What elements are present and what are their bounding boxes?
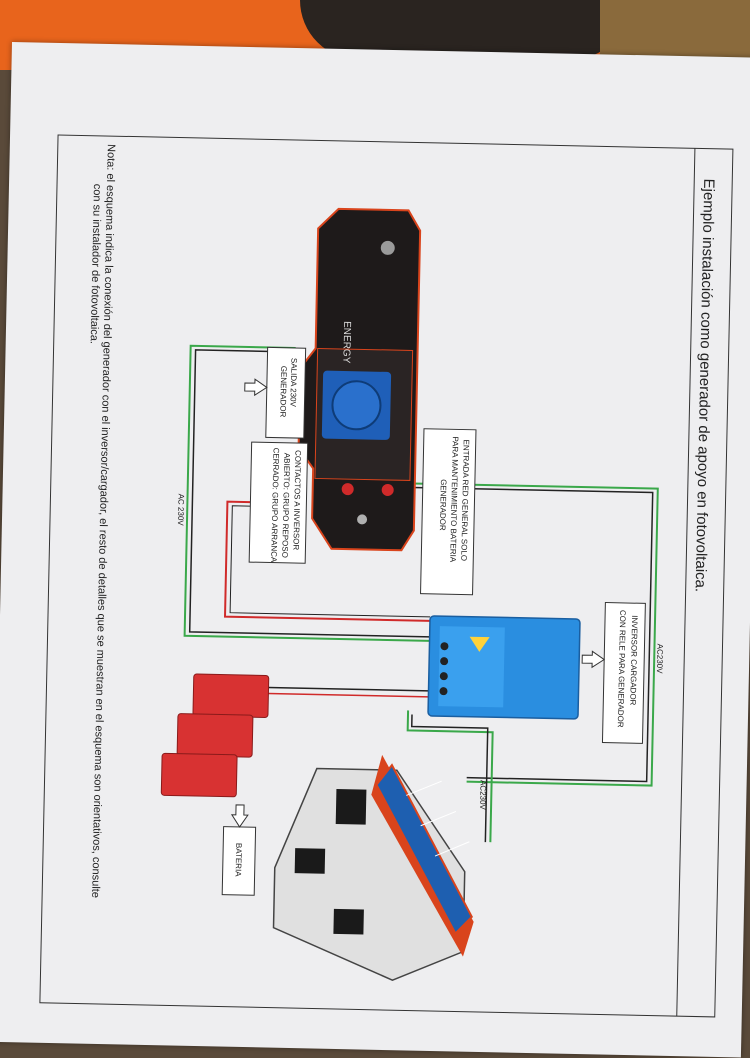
- label-salida: SALIDA 230V GENERADOR: [244, 346, 307, 439]
- label-entrada: ENTRADA RED GENERAL SOLO PARA MANTENIMIE…: [420, 428, 477, 596]
- salida-arrow-icon: [244, 378, 268, 397]
- battery-2: [176, 713, 254, 758]
- salida-box: [265, 346, 307, 439]
- terminal-red-2: [381, 483, 394, 496]
- inverter-panel: [438, 626, 505, 708]
- inverter-logo-icon: [469, 636, 490, 652]
- house-window-3: [333, 908, 364, 935]
- label-bateria: BATERIA: [221, 804, 257, 896]
- entrada-line-2: PARA MANTENIMIENTO BATERIA: [448, 436, 460, 563]
- wire-green-top: [412, 482, 659, 787]
- contactos-box: [248, 441, 309, 564]
- house: [272, 754, 474, 981]
- entrada-line-1: ENTRADA RED GENERAL SOLO: [459, 440, 471, 562]
- panel-line-3: [434, 841, 470, 857]
- socket-cover: [331, 380, 382, 431]
- salida-line-2: GENERADOR: [278, 366, 288, 418]
- terminal-red: [341, 483, 354, 496]
- wire-green-house: [406, 710, 494, 843]
- inverter-charger: [427, 615, 581, 720]
- wire-label-ac-top: AC230V: [655, 644, 665, 675]
- inversor-box: [601, 602, 646, 744]
- inversor-arrow-icon: [581, 650, 606, 669]
- inversor-line-1: INVERSOR CARGADOR: [628, 615, 639, 706]
- bateria-arrow-icon: [230, 804, 249, 828]
- panel-line-1: [406, 780, 442, 796]
- house-window-2: [294, 848, 326, 874]
- inverter-port-4: [439, 687, 448, 696]
- generator: ENERGY: [297, 207, 422, 552]
- label-inversor: INVERSOR CARGADOR CON RELE PARA GENERADO…: [581, 602, 646, 744]
- house-window-1: [335, 788, 367, 825]
- contactos-line-3: CERRADO: GRUPO ARRANCA: [269, 448, 280, 564]
- wire-label-ac-left: AC 230V: [176, 494, 186, 527]
- batteries: [160, 673, 270, 798]
- salida-line-1: SALIDA 230V: [288, 358, 298, 408]
- contactos-line-2: ABIERTO: GRUPO REPOSO: [280, 453, 291, 558]
- wire-battery-pos: [268, 692, 429, 698]
- wire-dark-left: [188, 349, 430, 638]
- paper-sheet: Ejemplo instalación como generador de ap…: [0, 42, 750, 1058]
- inversor-line-2: CON RELE PARA GENERADOR: [616, 610, 627, 728]
- generator-brand: ENERGY: [340, 321, 352, 364]
- wires: [183, 344, 659, 843]
- wire-dark-top: [412, 486, 654, 783]
- wire-green-left: [183, 344, 430, 642]
- title-divider: [676, 148, 696, 1017]
- inverter-port-3: [439, 672, 448, 681]
- entrada-line-3: GENERADOR: [438, 479, 448, 531]
- inverter-port-1: [440, 642, 449, 651]
- terminal-grey: [357, 514, 368, 525]
- note-line-2: con su instalador de fotovoltaica.: [88, 184, 103, 344]
- installation-diagram: Ejemplo instalación como generador de ap…: [39, 134, 734, 1018]
- panel-line-2: [420, 811, 457, 827]
- label-contactos: CONTACTOS A INVERSOR ABIERTO: GRUPO REPO…: [248, 441, 309, 564]
- wire-battery-neg: [268, 686, 429, 692]
- generator-knob: [380, 240, 395, 255]
- page-title: Ejemplo instalación como generador de ap…: [692, 178, 718, 592]
- battery-3: [160, 752, 238, 798]
- contactos-line-1: CONTACTOS A INVERSOR: [291, 450, 302, 551]
- entrada-box: [420, 428, 477, 596]
- battery-1: [192, 673, 270, 718]
- solar-panel-icon: [375, 763, 474, 936]
- wire-dark-house: [410, 714, 489, 843]
- wire-label-ac-house: AC230V: [478, 780, 488, 811]
- inverter-port-2: [440, 657, 449, 666]
- bateria-label: BATERIA: [234, 843, 244, 877]
